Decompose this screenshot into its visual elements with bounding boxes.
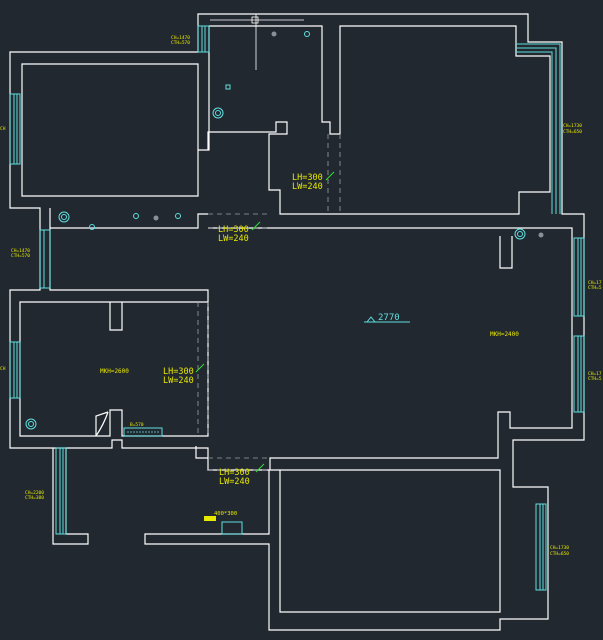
window-right-low	[573, 335, 585, 413]
kitchen-tag-label: 400*300	[214, 511, 237, 517]
outer-wall	[9, 13, 585, 631]
stub-right	[499, 236, 513, 269]
ceiling-lamp-icon	[58, 211, 70, 223]
window-left-low	[9, 341, 21, 399]
window-left-top	[9, 93, 21, 165]
window-label: CH	[0, 366, 6, 372]
spot-light-icon	[133, 213, 139, 219]
stub-left	[109, 302, 123, 331]
kitchen-wall	[52, 448, 89, 545]
labels: LH=300 LW=240 LH=300 LW=240 LH=300 LW=24…	[0, 35, 602, 557]
window-label: CH=17	[588, 371, 602, 377]
spot-light-icon	[153, 215, 159, 221]
window-label: CH=1730	[550, 545, 569, 551]
hall-wall	[208, 227, 573, 613]
window-top	[197, 25, 210, 53]
spot-light-icon	[175, 213, 181, 219]
ceiling-lamp-icon	[514, 228, 526, 240]
window-bottom-left	[55, 447, 67, 535]
beam-label: LH=300	[218, 225, 249, 235]
window-right-mid	[573, 237, 585, 317]
socket-icon	[225, 84, 231, 90]
hall-wall-inner	[50, 213, 208, 229]
ceiling-lamp-icon	[28, 421, 34, 427]
window-label: CH=1470	[11, 248, 30, 254]
left-vertical-wall	[49, 208, 209, 302]
sink-icon	[123, 427, 163, 437]
beam-label: LW=240	[219, 477, 250, 487]
window-left-mid	[39, 229, 51, 289]
window-label: CTH=570	[171, 40, 190, 46]
ceiling-lamp-icon	[61, 214, 67, 220]
spot-light-icon	[538, 232, 544, 238]
window-label: CTH=380	[25, 495, 44, 501]
beam-label: LW=240	[218, 234, 249, 244]
window-label: CTH=5	[588, 285, 602, 291]
walls	[9, 13, 585, 631]
beam-label: LH=300	[163, 367, 194, 377]
window-label: CH=2200	[25, 490, 44, 496]
ceiling-lamp-icon	[212, 107, 224, 119]
window-label: CH	[0, 126, 6, 132]
ceiling-lamp-icon	[215, 110, 221, 116]
spot-light-icon	[304, 31, 310, 37]
mkh-label-left: MKH=2600	[100, 368, 129, 375]
counter-icon	[221, 521, 243, 535]
ceiling-lamp-icon	[25, 418, 37, 430]
window-label: CTH=650	[550, 551, 569, 557]
mkh-label-right: MKH=2400	[490, 331, 519, 338]
windows	[9, 25, 585, 591]
window-label: CH=1470	[171, 35, 190, 41]
window-label: CH=1730	[563, 123, 582, 129]
beam-label: LH=300	[219, 468, 250, 478]
beam-label: LW=240	[292, 182, 323, 192]
room-left-lower	[19, 301, 209, 437]
kitchen-tag-marker	[204, 516, 216, 521]
leaders	[195, 171, 410, 473]
beam-label: LH=300	[292, 173, 323, 183]
window-right-top	[516, 43, 561, 214]
window-label: CTH=570	[11, 253, 30, 259]
fixtures	[25, 14, 544, 535]
spot-light-icon	[89, 224, 95, 230]
kitchen-sink-wall	[195, 446, 208, 459]
window-label: CTH=5	[588, 376, 602, 382]
spot-light-icon	[271, 31, 277, 37]
window-bottom-right	[535, 503, 547, 591]
ceiling-height-label: 2770	[378, 313, 400, 323]
height-leader	[364, 316, 410, 323]
ceiling-box-icon	[251, 16, 259, 24]
window-label: CTH=650	[563, 129, 582, 135]
beam-lines	[197, 134, 341, 471]
inner-wall	[21, 25, 551, 215]
kitchen-door	[95, 411, 109, 437]
beam-label: LW=240	[163, 376, 194, 386]
ceiling-lamp-icon	[517, 231, 523, 237]
window-label: CH=17	[588, 280, 602, 286]
sink-label: B=570	[130, 422, 144, 428]
